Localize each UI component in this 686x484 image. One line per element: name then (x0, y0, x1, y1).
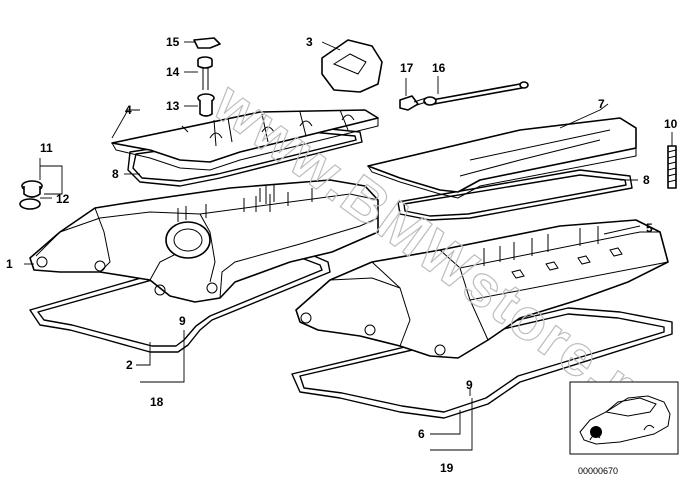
gasket-right-lower (291, 307, 673, 419)
callout-19: 19 (440, 461, 454, 475)
callout-8-right: 8 (643, 173, 650, 187)
rod-part-16 (423, 81, 529, 106)
callout-8-left: 8 (112, 167, 119, 181)
clip-part-15 (193, 37, 221, 49)
cap-part-3 (321, 39, 383, 93)
callout-13: 13 (166, 99, 180, 113)
callout-4: 4 (125, 103, 132, 117)
callout-17: 17 (400, 61, 414, 75)
callout-1: 1 (6, 257, 13, 271)
callout-5: 5 (646, 221, 653, 235)
callout-6: 6 (418, 427, 425, 441)
valve-cover-right (295, 219, 669, 359)
callout-18: 18 (150, 395, 164, 409)
car-icon (579, 395, 671, 445)
coil-cover-left (111, 109, 379, 171)
callout-9-left: 9 (179, 314, 186, 328)
catalog-number: 00000670 (578, 466, 618, 476)
callout-14: 14 (166, 65, 180, 79)
callout-9-right: 9 (466, 378, 473, 392)
callout-7: 7 (598, 97, 605, 111)
stud-part-10 (667, 145, 677, 189)
bolt-part-14 (197, 56, 213, 90)
valve-cover-left (29, 179, 379, 303)
callout-2: 2 (126, 358, 133, 372)
callout-10: 10 (664, 117, 678, 131)
callout-11: 11 (40, 141, 53, 155)
vehicle-inset (569, 381, 679, 455)
callout-15: 15 (166, 35, 180, 49)
leader-lines (24, 41, 673, 451)
nut-part-12 (19, 180, 43, 210)
coil-cover-right (367, 117, 637, 199)
callout-3: 3 (306, 35, 313, 49)
gasket-right-upper (397, 169, 633, 221)
callout-labels: 1 2 3 4 5 6 7 8 8 9 9 10 11 12 13 14 15 … (6, 35, 678, 475)
callout-16: 16 (432, 61, 446, 75)
bolt-part-17 (399, 95, 427, 111)
grommet-part-13 (197, 93, 215, 117)
callout-12: 12 (56, 192, 70, 206)
